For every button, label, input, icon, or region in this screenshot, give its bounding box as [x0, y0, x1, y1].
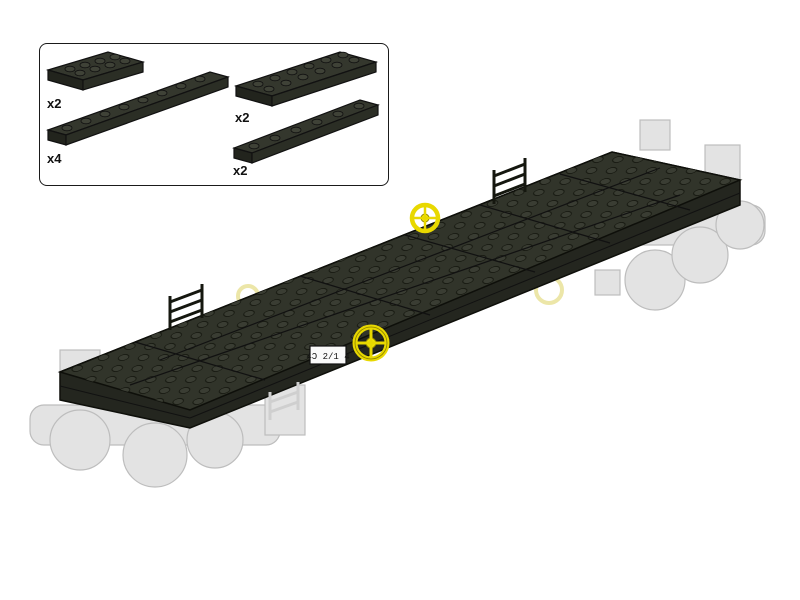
- ladder-right: [492, 158, 527, 204]
- plate-1x6-icon: [232, 99, 380, 164]
- brake-wheel-front: [352, 324, 390, 362]
- quantity-plate-1x6: x2: [233, 163, 248, 178]
- wagon-number-text: 4Ͻ 2/1 4: [306, 352, 349, 362]
- parts-callout: x2 x4 x2 x2: [39, 43, 389, 186]
- plate-2x4-icon: [45, 51, 146, 91]
- quantity-plate-2x6: x2: [235, 110, 250, 125]
- brake-wheel-rear: [409, 202, 441, 234]
- parts-callout-plates: [45, 51, 380, 164]
- quantity-plate-2x4: x2: [47, 96, 62, 111]
- ladder-left: [168, 284, 204, 330]
- ghost-ladder: [268, 382, 300, 420]
- wagon-number-plate: 4Ͻ 2/1 4: [306, 345, 350, 365]
- wagon-deck: [57, 151, 743, 429]
- plate-2x6-icon: [233, 51, 379, 107]
- plate-1x8-icon: [46, 71, 230, 146]
- quantity-plate-1x8: x4: [47, 151, 62, 166]
